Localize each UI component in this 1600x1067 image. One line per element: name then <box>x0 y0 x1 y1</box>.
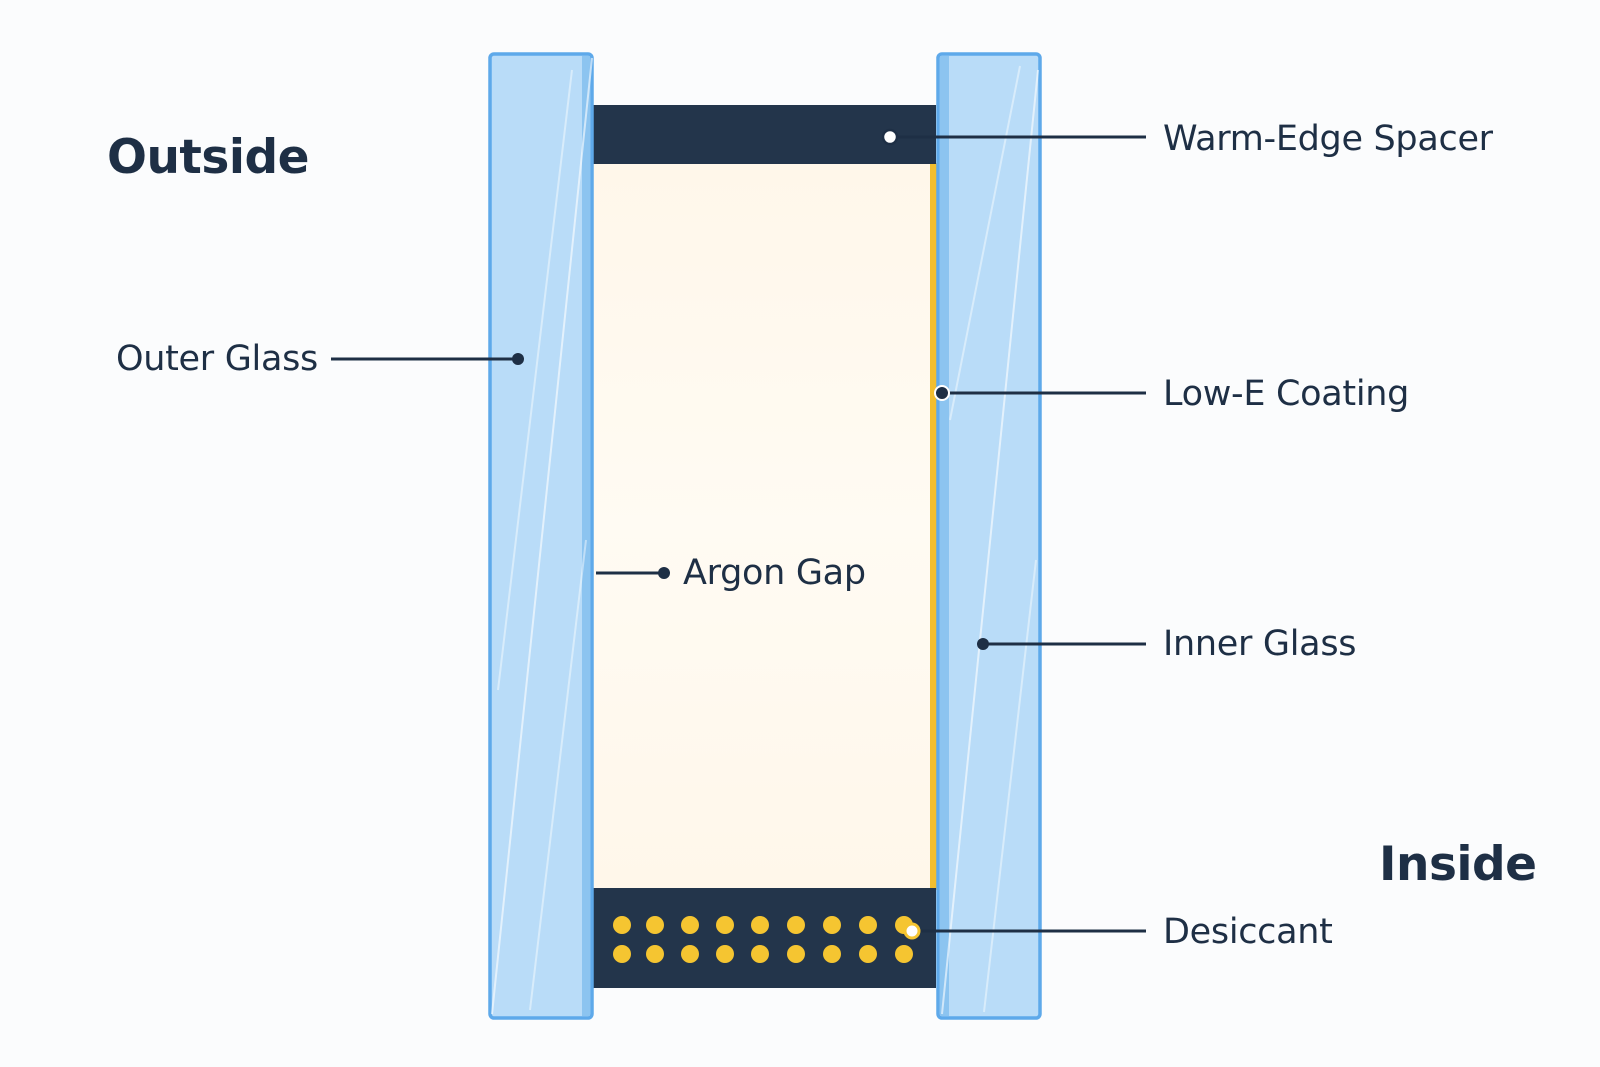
leader-low-e-coating <box>934 385 1146 401</box>
leader-desiccant <box>903 922 1146 940</box>
leader-argon-gap <box>596 567 670 579</box>
inner-glass-pane <box>936 52 1042 1020</box>
warm-edge-spacer-bar <box>590 105 936 164</box>
low-e-coating-layer <box>930 163 937 890</box>
warm-edge-spacer-label: Warm-Edge Spacer <box>1163 119 1493 159</box>
leader-outer-glass <box>331 353 524 365</box>
inner-glass-label: Inner Glass <box>1163 624 1357 664</box>
outer-glass-pane <box>488 52 594 1020</box>
desiccant-label: Desiccant <box>1163 912 1333 952</box>
outside-label: Outside <box>107 130 310 185</box>
argon-gap-label: Argon Gap <box>683 553 866 593</box>
argon-gap-cavity <box>588 163 936 890</box>
desiccant-beads <box>613 916 913 963</box>
outer-glass-label: Outer Glass <box>116 339 318 379</box>
leader-warm-edge-spacer <box>881 128 1146 146</box>
desiccant-spacer-bar <box>590 888 936 988</box>
inside-label: Inside <box>1379 837 1537 892</box>
low-e-coating-label: Low-E Coating <box>1163 374 1410 414</box>
leader-inner-glass <box>977 638 1146 650</box>
